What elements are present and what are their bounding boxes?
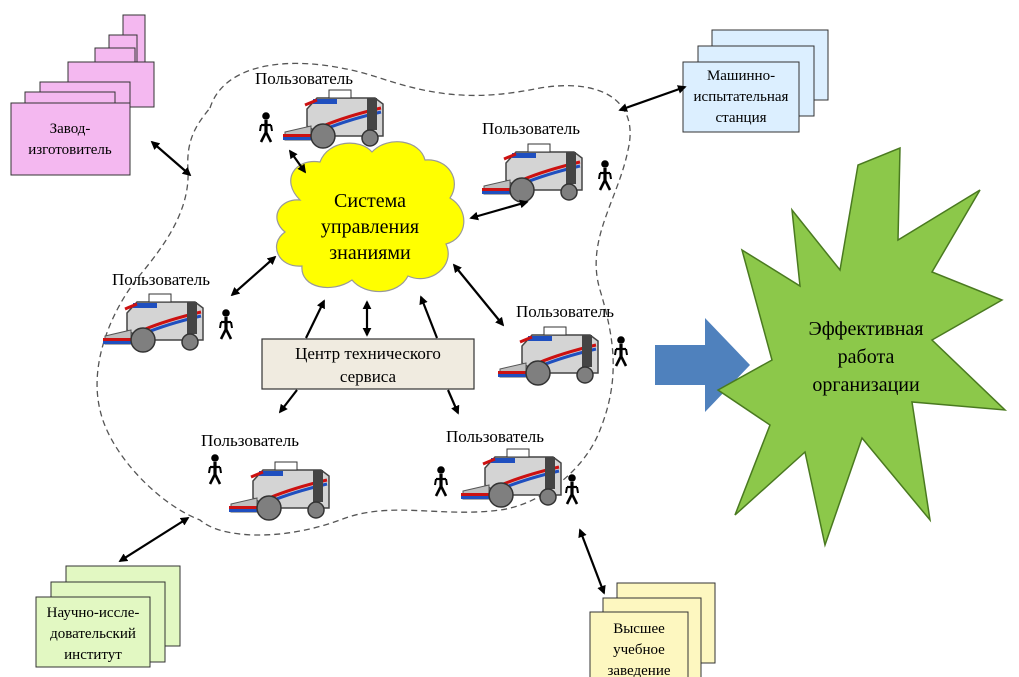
- university-line-2: учебное: [613, 642, 665, 658]
- user-label-1: Пользователь: [255, 69, 353, 88]
- user-label-5: Пользователь: [201, 431, 299, 450]
- harvester-icon: [227, 460, 331, 522]
- person-icon: [218, 307, 234, 341]
- station-line-1: Машинно-: [707, 68, 775, 84]
- user-label-3: Пользователь: [112, 270, 210, 289]
- cloud-line-3: знаниями: [329, 242, 411, 264]
- university-line-3: заведение: [607, 663, 670, 677]
- knowledge-cloud: [275, 141, 465, 293]
- harvester-icon: [101, 292, 205, 354]
- harvester-icon: [496, 325, 600, 387]
- cloud-line-1: Система: [334, 190, 406, 212]
- result-line-1: Эффективная: [809, 318, 924, 340]
- person-icon: [597, 158, 613, 192]
- center-line-1: Центр технического: [295, 344, 441, 363]
- station-line-2: испытательная: [694, 89, 789, 105]
- person-icon: [258, 110, 274, 144]
- result-line-3: организации: [812, 374, 920, 396]
- cloud-line-2: управления: [321, 216, 419, 238]
- university-doc-stack: [589, 582, 716, 677]
- result-starburst: [716, 146, 1008, 548]
- university-line-1: Высшее: [613, 621, 665, 637]
- person-icon: [207, 452, 223, 486]
- person-icon: [613, 334, 629, 368]
- factory-line-1: Завод-: [50, 121, 91, 137]
- station-doc-stack: [682, 29, 829, 133]
- user-label-4: Пользователь: [516, 302, 614, 321]
- institute-line-2: довательский: [50, 626, 136, 642]
- institute-doc-stack: [35, 565, 181, 668]
- connector-arrows: [118, 85, 687, 595]
- institute-line-1: Научно-иссле-: [47, 605, 140, 621]
- factory-doc-stack: [10, 14, 155, 176]
- person-icon: [564, 472, 580, 506]
- user-label-2: Пользователь: [482, 119, 580, 138]
- result-line-2: работа: [838, 346, 895, 368]
- station-line-3: станция: [715, 110, 766, 126]
- harvester-icon: [459, 447, 563, 509]
- harvester-icon: [281, 88, 385, 150]
- person-icon: [433, 464, 449, 498]
- harvester-icon: [480, 142, 584, 204]
- center-line-2: сервиса: [340, 367, 397, 386]
- service-center-box: [261, 338, 475, 390]
- factory-line-2: изготовитель: [28, 142, 112, 158]
- user-label-6: Пользователь: [446, 427, 544, 446]
- institute-line-3: институт: [64, 647, 122, 663]
